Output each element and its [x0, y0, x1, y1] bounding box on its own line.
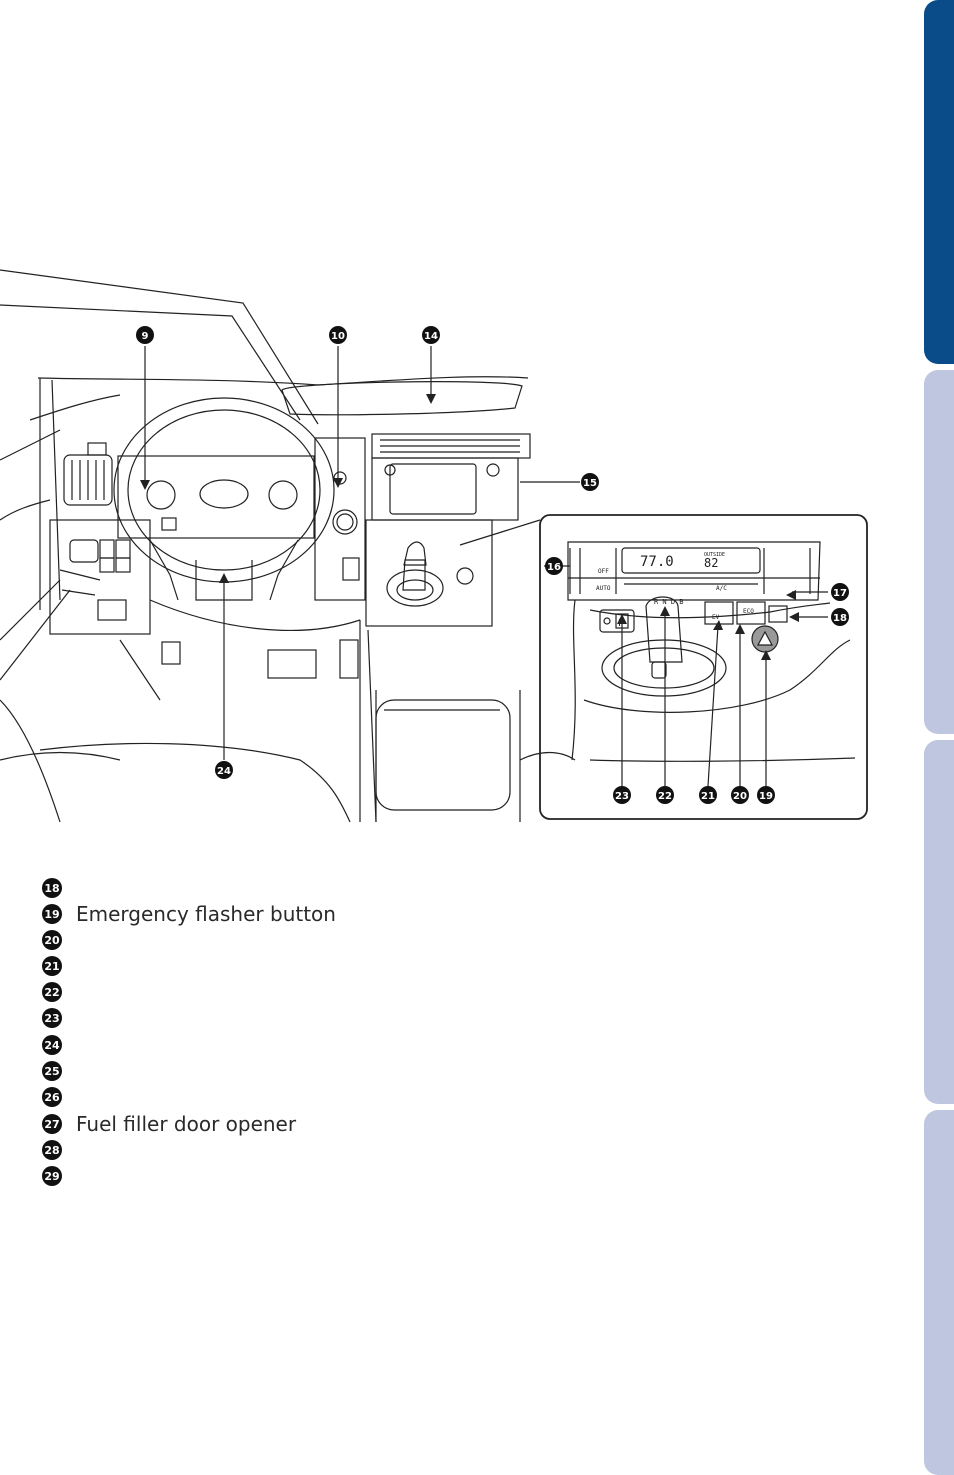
svg-text:9: 9 — [142, 331, 149, 342]
legend-item: 22 — [42, 980, 76, 1004]
callout-22: 22 — [656, 786, 674, 804]
display-auto-label: AUTO — [596, 585, 611, 592]
svg-text:21: 21 — [701, 791, 715, 802]
callout-21: 21 — [699, 786, 717, 804]
svg-text:24: 24 — [217, 766, 231, 777]
legend-number: 22 — [42, 982, 62, 1002]
legend-item: 19 Emergency flasher button — [42, 902, 336, 926]
legend-number: 29 — [42, 1166, 62, 1186]
legend-number: 28 — [42, 1140, 62, 1160]
callout-16: 16 — [545, 557, 563, 575]
eco-button-label: ECO — [743, 608, 754, 615]
legend-item: 25 — [42, 1059, 76, 1083]
legend-item: 18 — [42, 876, 76, 900]
svg-text:19: 19 — [759, 791, 773, 802]
legend-item: 21 — [42, 954, 76, 978]
legend-number: 18 — [42, 878, 62, 898]
svg-text:14: 14 — [424, 331, 438, 342]
legend-label: Fuel filler door opener — [76, 1112, 297, 1136]
legend-number: 25 — [42, 1061, 62, 1081]
svg-text:20: 20 — [733, 791, 747, 802]
legend-item: 20 — [42, 928, 76, 952]
svg-text:23: 23 — [615, 791, 629, 802]
svg-text:17: 17 — [833, 588, 847, 599]
callout-23: 23 — [613, 786, 631, 804]
side-tab-3[interactable] — [924, 740, 954, 1104]
legend-label: Emergency flasher button — [76, 902, 336, 926]
display-outside-label: OUTSIDE — [704, 552, 725, 558]
legend-item: 27 Fuel filler door opener — [42, 1112, 296, 1136]
svg-text:16: 16 — [547, 562, 561, 573]
svg-text:22: 22 — [658, 791, 672, 802]
callout-18: 18 — [831, 608, 849, 626]
svg-text:18: 18 — [833, 613, 847, 624]
callout-10: 10 — [329, 326, 347, 344]
display-off-label: OFF — [598, 568, 609, 575]
ev-button-label: EV — [712, 614, 720, 621]
callout-20: 20 — [731, 786, 749, 804]
legend-number: 24 — [42, 1035, 62, 1055]
legend-item: 26 — [42, 1085, 76, 1109]
legend-number: 19 — [42, 904, 62, 924]
park-button-label: P — [618, 618, 624, 629]
legend-number: 26 — [42, 1087, 62, 1107]
dashboard-illustration: 77.0 OUTSIDE 82 OFF AUTO A/C EV ECO R N … — [0, 269, 868, 823]
legend-item: 24 — [42, 1033, 76, 1057]
legend-item: 23 — [42, 1006, 76, 1030]
display-ac-label: A/C — [716, 585, 727, 592]
callout-9: 9 — [136, 326, 154, 344]
legend-number: 20 — [42, 930, 62, 950]
display-outside-temp: 82 — [704, 556, 718, 570]
svg-text:15: 15 — [583, 478, 597, 489]
side-tab-2[interactable] — [924, 370, 954, 734]
callout-17: 17 — [831, 583, 849, 601]
callout-19: 19 — [757, 786, 775, 804]
svg-text:10: 10 — [331, 331, 345, 342]
side-tab-1[interactable] — [924, 0, 954, 364]
callout-14: 14 — [422, 326, 440, 344]
legend-item: 28 — [42, 1138, 76, 1162]
legend-item: 29 — [42, 1164, 76, 1188]
shift-letters: R N D B — [654, 598, 684, 606]
legend-number: 27 — [42, 1114, 62, 1134]
display-temp: 77.0 — [640, 554, 674, 570]
legend-number: 23 — [42, 1008, 62, 1028]
legend-number: 21 — [42, 956, 62, 976]
side-tab-4[interactable] — [924, 1110, 954, 1475]
callout-24: 24 — [215, 761, 233, 779]
callout-15: 15 — [581, 473, 599, 491]
